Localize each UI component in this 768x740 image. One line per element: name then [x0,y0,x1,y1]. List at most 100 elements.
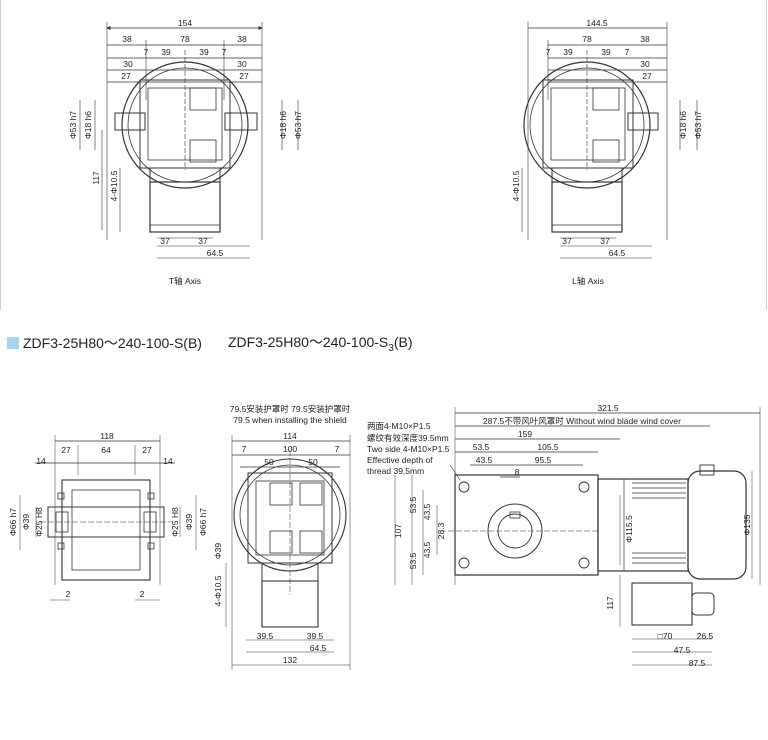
dim-label: 38 [122,34,132,44]
dim-label: 107 [393,524,403,538]
dim-label: 144.5 [586,18,608,28]
front-view-labels: 79.5安装护罩时 79.5安装护罩时 79.5 when installing… [213,404,351,665]
dim-label: 7 [546,47,551,57]
dim-label: 38 [237,34,247,44]
dim-label: 39.5 [307,631,324,641]
dim-label: Φ39 [213,543,223,560]
dim-label: Φ18 h6 [278,111,288,139]
dim-label: 95.5 [535,455,552,465]
dim-label: 64 [101,445,111,455]
dim-label: 7 [242,444,247,454]
dim-label: 27 [239,71,249,81]
dim-label: 287.5不带风叶风罩时 Without wind blade wind cov… [483,416,681,426]
dim-label: 53.5 [408,496,418,513]
dim-label: Φ18 h6 [678,111,688,139]
dim-label: Φ66 h7 [198,508,208,536]
thread-note: Effective depth of [367,455,433,465]
section-marker-icon [7,337,19,349]
frame-left-border [0,0,1,310]
dim-label: Φ39 [21,514,31,531]
dim-label: 2 [66,589,71,599]
side-view-labels: 118 27 64 27 14 14 Φ66 h7 Φ39 Φ25 H8 Φ25… [8,431,208,599]
dim-label: 114 [283,431,297,441]
bottom-drawings: 118 27 64 27 14 14 Φ66 h7 Φ39 Φ25 H8 Φ25… [8,403,761,670]
dim-label: 27 [642,71,652,81]
dim-label: 14 [163,456,173,466]
thread-note: thread 39.5mm [367,466,424,476]
dim-label: 30 [237,59,247,69]
dim-label: 53.5 [408,552,418,569]
dim-label: 8 [515,467,520,477]
model-title-2-sub: 3 [388,342,394,354]
dim-label: 321.5 [597,403,619,413]
dim-label: 7 [144,47,149,57]
dim-label: 39 [601,47,611,57]
dim-label: 37 [198,236,208,246]
motor-view-drawing [394,407,761,666]
top-drawings: 154 38 78 38 7 39 39 7 30 30 27 27 Φ53 h… [68,18,703,286]
l-axis-labels: 144.5 78 38 7 39 39 7 30 27 Φ18 h6 Φ53 h… [511,18,703,286]
dim-label: Φ25 H8 [170,507,180,537]
dim-label: 78 [582,34,592,44]
dim-label: 27 [142,445,152,455]
dim-label: 37 [160,236,170,246]
dim-label: 4-Φ10.5 [109,170,119,201]
dim-label: 43.5 [422,503,432,520]
dim-label: 118 [100,431,114,441]
dim-label: Φ53 h7 [68,111,78,139]
dim-label: 50 [264,457,274,467]
dim-label: 105.5 [537,442,559,452]
dim-label: 2 [140,589,145,599]
model-title-1: ZDF3-25H80～240-100-S(B) [23,335,202,351]
dim-label: 7 [335,444,340,454]
dim-label: 37 [600,236,610,246]
dim-label: 4-Φ10.5 [511,170,521,201]
dim-label: Φ53 h7 [293,111,303,139]
dim-label: 39 [563,47,573,57]
thread-note: 螺纹有效深度39.5mm [367,433,449,443]
thread-note: Two side 4-M10×P1.5 [367,444,450,454]
dim-label: 39.5 [257,631,274,641]
l-axis-caption: L轴 Axis [572,276,604,286]
dim-label: 38 [640,34,650,44]
shield-note-en: 79.5 when installing the shield [233,415,347,425]
dim-label: 78 [180,34,190,44]
dim-label: 64.5 [310,643,327,653]
dim-label: 37 [562,236,572,246]
dim-label: 14 [36,456,46,466]
dim-label: 7 [625,47,630,57]
dim-label: 43.5 [422,541,432,558]
dim-label: 50 [308,457,318,467]
dim-label: 28.3 [436,522,446,539]
dim-label: 154 [178,18,192,28]
dim-label: 43.5 [476,455,493,465]
shield-note-cn: 79.5安装护罩时 79.5安装护罩时 [230,404,351,414]
dim-label: 64.5 [207,248,224,258]
dim-label: 117 [91,171,101,185]
dim-label: 39 [199,47,209,57]
dim-label: Φ66 h7 [8,508,18,536]
dim-label: 47.5 [674,645,691,655]
dim-label: 132 [283,655,297,665]
t-axis-drawing [79,22,299,259]
model-title-2-main: ZDF3-25H80～240-100-S [227,334,389,351]
side-view-drawing [19,435,197,601]
dim-label: Φ18 h6 [83,111,93,139]
dim-label: □70 [658,631,673,641]
dim-label: Φ115.5 [624,515,634,543]
section-header: ZDF3-25H80～240-100-S(B) ZDF3-25H80～240-1… [7,334,413,354]
dim-label: Φ135 [742,514,752,535]
l-axis-drawing [521,22,698,259]
thread-note: 两面4-M10×P1.5 [367,421,431,431]
dim-label: 30 [123,59,133,69]
model-title-2-end: (B) [393,334,413,351]
t-axis-caption: T轴 Axis [169,276,201,286]
dim-label: 27 [61,445,71,455]
dim-label: 7 [222,47,227,57]
dim-label: 26.5 [697,631,714,641]
dim-label: Φ25 H8 [34,507,44,537]
dim-label: 117 [605,596,615,610]
front-view-drawing [225,435,351,670]
dim-label: 4-Φ10.5 [213,575,223,606]
dim-label: Φ39 [184,514,194,531]
